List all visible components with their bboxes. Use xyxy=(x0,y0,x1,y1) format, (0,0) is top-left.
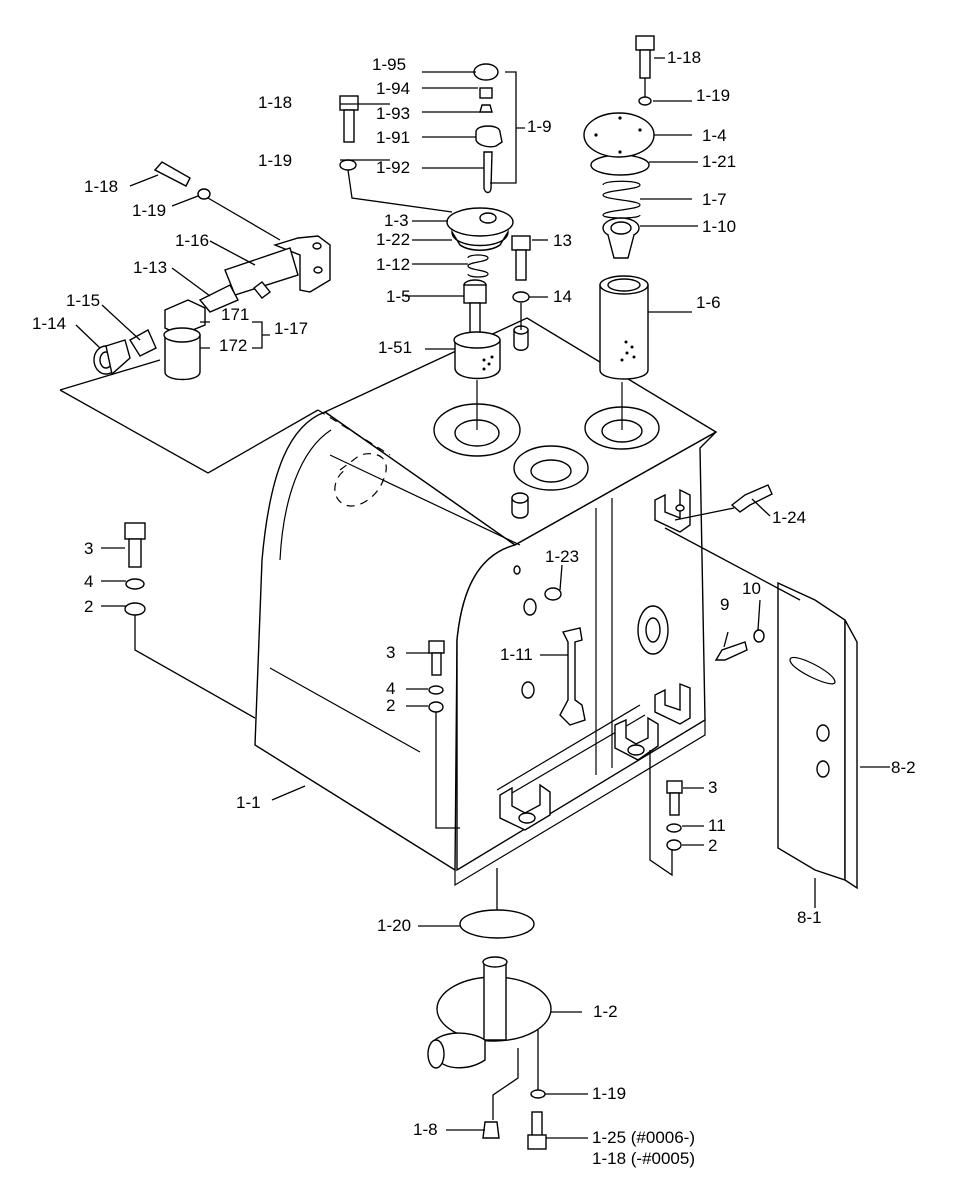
label-1-92: 1-92 xyxy=(376,158,410,177)
label-1-6: 1-6 xyxy=(696,293,721,312)
label-1-91: 1-91 xyxy=(376,128,410,147)
label-1-10: 1-10 xyxy=(702,217,736,236)
fasteners xyxy=(124,35,773,851)
label-1-18-left: 1-18 xyxy=(84,177,118,196)
label-1-19-left: 1-19 xyxy=(132,201,166,220)
label-1-19-top: 1-19 xyxy=(696,86,730,105)
label-1-13: 1-13 xyxy=(133,258,167,277)
label-1-93: 1-93 xyxy=(376,104,410,123)
label-10: 10 xyxy=(742,579,761,598)
label-11: 11 xyxy=(708,816,726,835)
label-1-7: 1-7 xyxy=(702,190,727,209)
label-1-2: 1-2 xyxy=(593,1002,618,1021)
label-4-left: 4 xyxy=(84,572,93,591)
label-1-3: 1-3 xyxy=(384,211,409,230)
label-3-mid: 3 xyxy=(386,643,395,662)
label-1-14: 1-14 xyxy=(32,314,66,333)
suction-port-assembly xyxy=(93,235,331,381)
label-1-20: 1-20 xyxy=(377,916,411,935)
air-breather-parts xyxy=(473,63,503,194)
label-1-94: 1-94 xyxy=(376,79,410,98)
label-4-mid: 4 xyxy=(386,679,395,698)
label-1-12: 1-12 xyxy=(376,255,410,274)
drain-assembly xyxy=(427,909,552,1150)
label-8-2: 8-2 xyxy=(891,758,916,777)
label-1-15: 1-15 xyxy=(66,291,100,310)
label-1-24: 1-24 xyxy=(772,508,806,527)
label-1-1: 1-1 xyxy=(236,793,261,812)
label-172: 172 xyxy=(219,336,247,355)
label-1-18-bottom: 1-18 (-#0005) xyxy=(592,1149,695,1168)
label-1-5: 1-5 xyxy=(386,287,411,306)
label-1-21: 1-21 xyxy=(702,152,736,171)
part-labels: 1-95 1-94 1-93 1-91 1-92 1-9 1-18 1-19 1… xyxy=(32,48,916,1168)
label-1-8: 1-8 xyxy=(413,1120,438,1139)
label-1-95: 1-95 xyxy=(372,55,406,74)
tank-top-flanges xyxy=(433,325,660,519)
label-1-19-bottom: 1-19 xyxy=(592,1084,626,1103)
label-1-25: 1-25 (#0006-) xyxy=(592,1128,695,1147)
label-1-11: 1-11 xyxy=(500,645,533,664)
label-1-19-mid: 1-19 xyxy=(258,151,292,170)
label-1-18-top: 1-18 xyxy=(667,48,701,67)
tank-body xyxy=(254,317,718,887)
side-cover-panels xyxy=(777,581,858,890)
label-1-23: 1-23 xyxy=(545,547,579,566)
label-8-1: 8-1 xyxy=(797,908,822,927)
label-3-right: 3 xyxy=(708,778,717,797)
label-14: 14 xyxy=(553,287,572,306)
label-13: 13 xyxy=(553,231,572,250)
label-1-9: 1-9 xyxy=(527,117,552,136)
leader-lines xyxy=(59,57,890,1139)
label-1-17: 1-17 xyxy=(274,319,308,338)
label-2-mid: 2 xyxy=(386,696,395,715)
label-1-16: 1-16 xyxy=(175,231,209,250)
label-1-4: 1-4 xyxy=(702,126,727,145)
label-1-18-mid: 1-18 xyxy=(258,93,292,112)
label-1-51: 1-51 xyxy=(378,338,412,357)
label-2-right: 2 xyxy=(708,836,717,855)
label-3-left: 3 xyxy=(84,539,93,558)
label-1-22: 1-22 xyxy=(376,230,410,249)
label-9: 9 xyxy=(720,595,729,614)
label-2-left: 2 xyxy=(84,597,93,616)
label-171: 171 xyxy=(221,305,249,324)
